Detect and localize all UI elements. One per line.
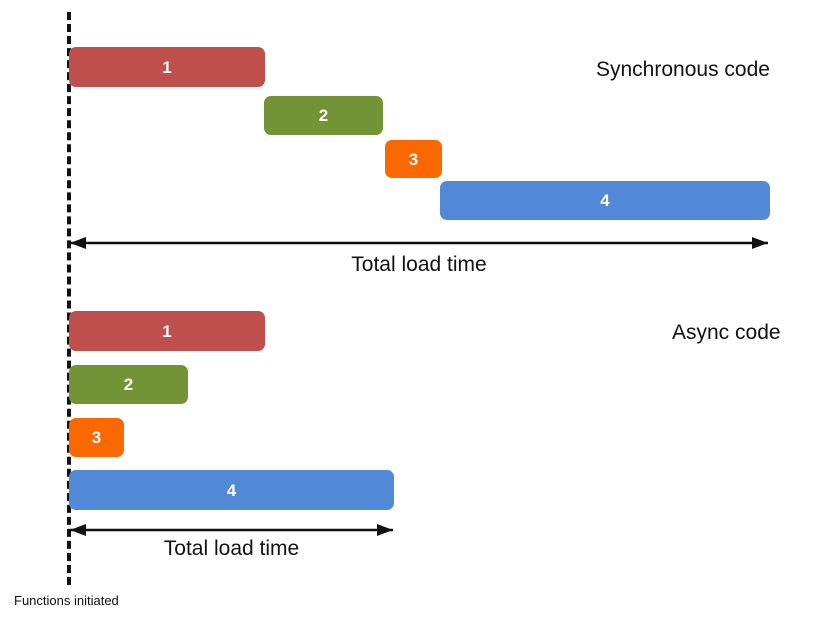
bar-label: 2 xyxy=(318,106,329,125)
bar-label: 4 xyxy=(226,480,237,500)
bar-label: 4 xyxy=(600,191,610,210)
bar-label: 2 xyxy=(123,375,134,394)
bar-label: 1 xyxy=(162,321,172,341)
measure-label-async: Total load time xyxy=(163,537,300,560)
section-caption-async: Async code xyxy=(672,321,781,344)
bar-async-function-4: 4 xyxy=(69,470,394,510)
bar-sync-function-2: 2 xyxy=(264,96,383,135)
bar-sync-function-4: 4 xyxy=(440,181,770,220)
bar-sync-function-1: 1 xyxy=(69,47,265,87)
bar-sync-function-3: 3 xyxy=(385,140,442,178)
bar-label: 1 xyxy=(162,57,172,77)
bar-async-function-1: 1 xyxy=(69,311,265,351)
measure-arrow-async xyxy=(70,520,393,540)
measure-arrow-synchronous xyxy=(70,233,768,253)
bar-async-function-2: 2 xyxy=(69,365,188,404)
functions-initiated-label: Functions initiated xyxy=(14,593,119,608)
measure-label-synchronous: Total load time xyxy=(351,253,487,276)
bar-async-function-3: 3 xyxy=(69,418,124,457)
bar-label: 3 xyxy=(408,149,419,169)
section-caption-synchronous: Synchronous code xyxy=(596,58,770,81)
functions-initiated-line xyxy=(67,12,71,585)
bar-label: 3 xyxy=(91,428,102,447)
